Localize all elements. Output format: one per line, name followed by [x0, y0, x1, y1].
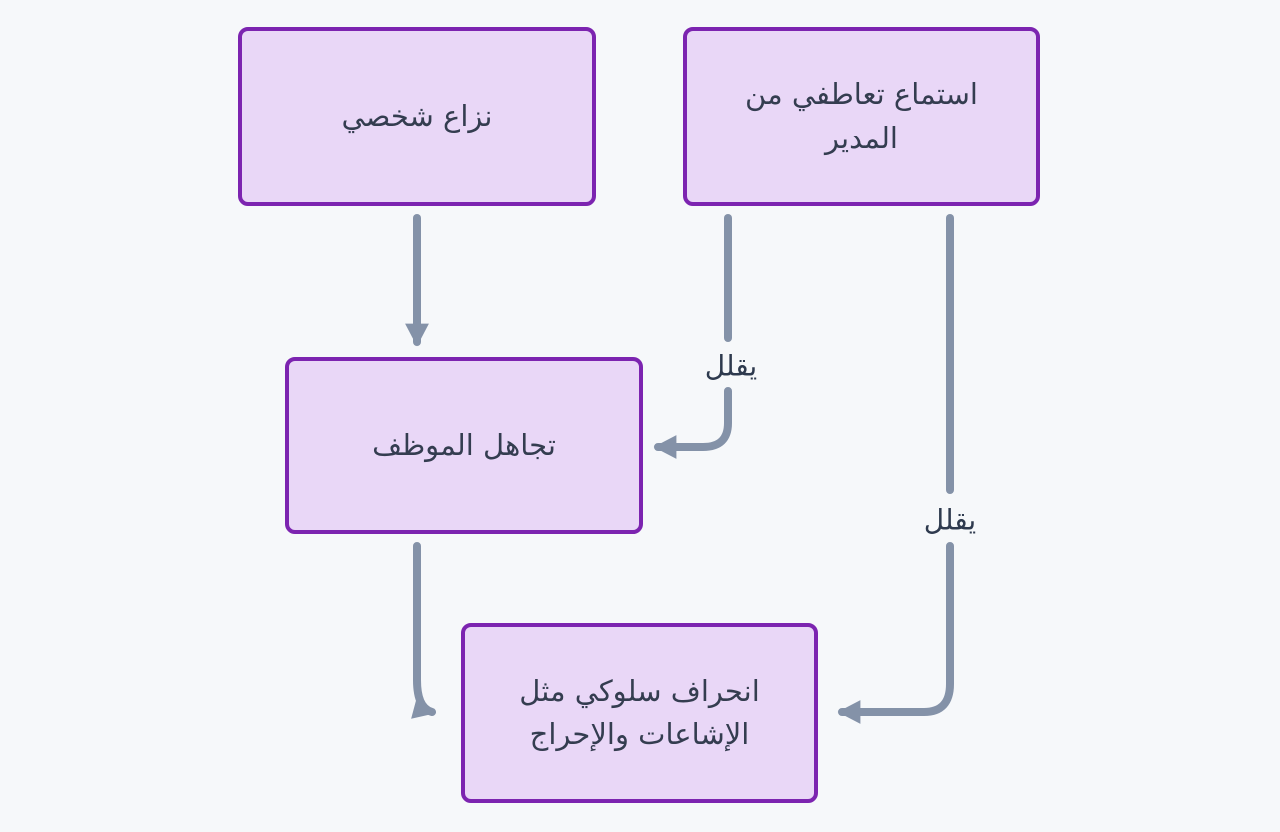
- node-behavioral-deviance-label: انحراف سلوكي مثل الإشاعات والإحراج: [519, 673, 760, 752]
- edge-listening-to-deviance-arrow-segment: [837, 542, 954, 724]
- node-personal-conflict: نزاع شخصي: [238, 27, 596, 206]
- node-ignore-employee: تجاهل الموظف: [285, 357, 643, 534]
- node-ignore-employee-label: تجاهل الموظف: [372, 427, 556, 462]
- node-empathetic-listening: استماع تعاطفي من المدير: [683, 27, 1040, 206]
- node-personal-conflict-label: نزاع شخصي: [341, 98, 493, 133]
- edge-label-reduces-ignore: يقلل: [702, 349, 760, 383]
- edge-ignore-to-deviance: [411, 542, 437, 719]
- node-behavioral-deviance: انحراف سلوكي مثل الإشاعات والإحراج: [461, 623, 818, 803]
- node-empathetic-listening-label: استماع تعاطفي من المدير: [745, 77, 978, 155]
- edge-listening-to-ignore-arrow-segment: [653, 387, 732, 459]
- edge-label-reduces-deviance: يقلل: [921, 503, 979, 537]
